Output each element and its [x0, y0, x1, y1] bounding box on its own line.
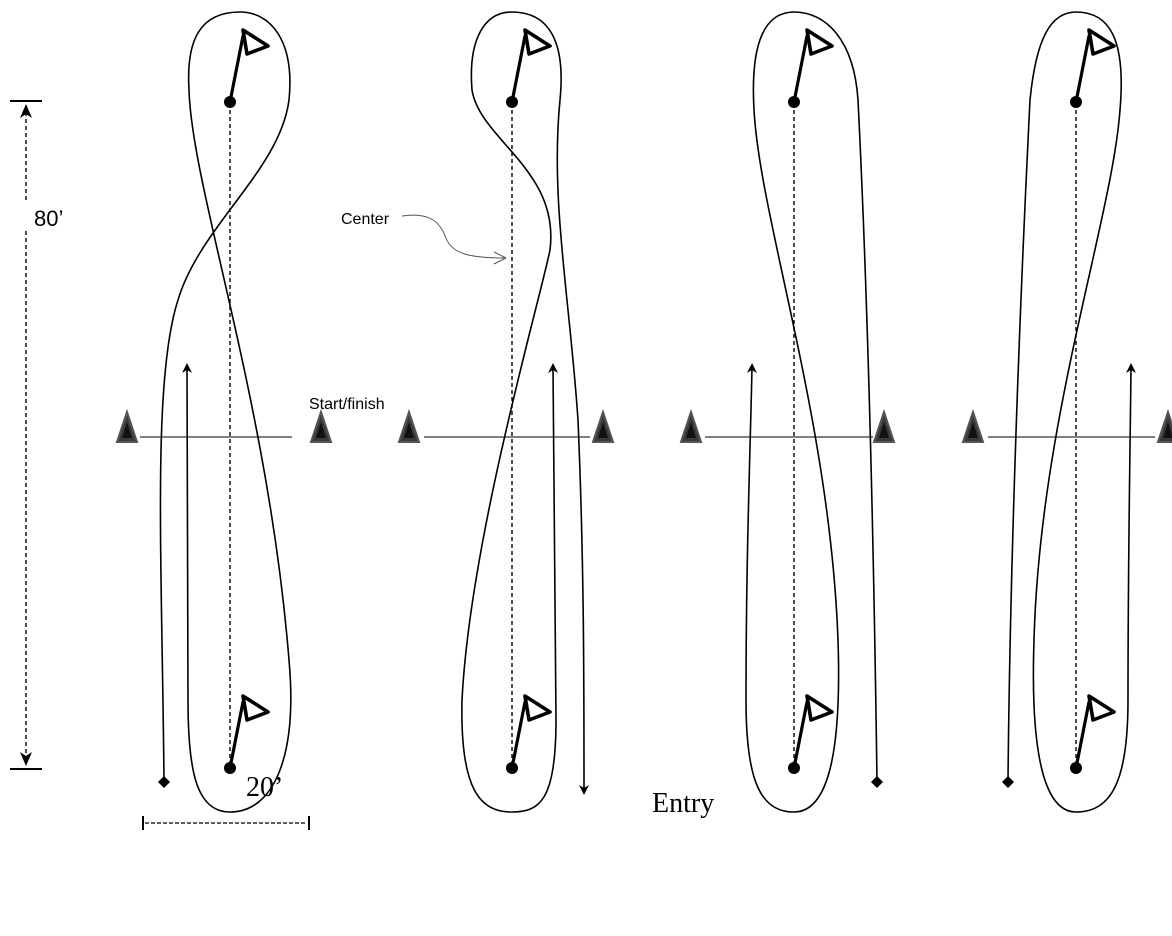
pylon-top [1070, 96, 1082, 108]
pattern-4 [961, 11, 1172, 813]
vertical-dimension: 80’ [10, 100, 63, 770]
pylon-bottom [506, 762, 518, 774]
flag-icon [792, 28, 834, 104]
cone-icon [397, 408, 421, 443]
figure-eight-path [461, 11, 589, 813]
cone-icon [961, 408, 985, 443]
figure-eight-path [745, 11, 883, 813]
pylon-top [788, 96, 800, 108]
pylon-top [506, 96, 518, 108]
cone-icon [591, 408, 615, 443]
flag-icon [228, 694, 270, 770]
arrow-up-icon [20, 104, 32, 118]
pylon-top [224, 96, 236, 108]
pattern-1 [115, 11, 333, 813]
cone-icon [1156, 408, 1172, 443]
cone-icon [679, 408, 703, 443]
pylon-bottom [1070, 762, 1082, 774]
cone-icon [872, 408, 896, 443]
entry-label: Entry [652, 788, 714, 819]
dimension-80-label: 80’ [34, 206, 63, 231]
horizontal-dimension: 20’ [142, 772, 310, 830]
figure-eight-path [1002, 11, 1136, 813]
center-callout: Center [341, 211, 507, 265]
start-finish-label: Start/finish [309, 396, 385, 413]
pattern-3 [679, 11, 896, 813]
flag-icon [510, 28, 552, 104]
cone-icon [115, 408, 139, 443]
center-label: Center [341, 211, 390, 228]
cone-icon [309, 408, 333, 443]
flag-icon [1074, 28, 1116, 104]
figure-eight-path [158, 11, 292, 813]
flag-icon [228, 28, 270, 104]
pattern-2 [397, 11, 615, 813]
flag-icon [792, 694, 834, 770]
flag-icon [1074, 694, 1116, 770]
flag-icon [510, 694, 552, 770]
pylon-bottom [788, 762, 800, 774]
arrow-down-icon [20, 752, 32, 766]
pylon-bottom [224, 762, 236, 774]
